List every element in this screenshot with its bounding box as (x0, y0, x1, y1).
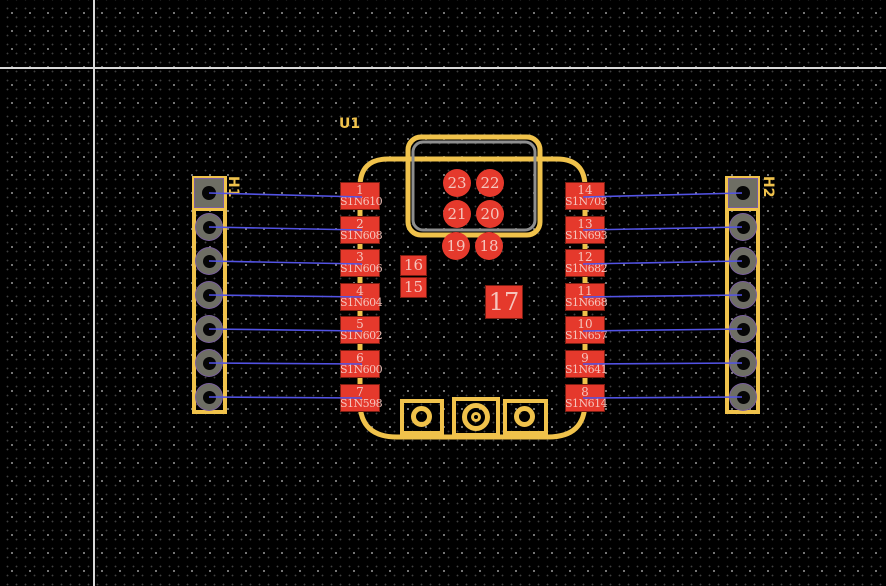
u1-pad-3-net: S1N606 (340, 262, 383, 275)
u1-pad-9-net: S1N641 (565, 363, 608, 376)
h1-pad-4-hole (202, 288, 216, 302)
u1-pad-20[interactable]: 20 (476, 200, 504, 228)
h2-pad-5[interactable] (730, 316, 756, 342)
u1-pad-9[interactable]: 9 S1N641 (565, 350, 608, 378)
h2-pad-2[interactable] (730, 214, 756, 240)
u1-pad-5[interactable]: 5 S1N602 (340, 316, 383, 344)
h2-pad-6-hole (736, 356, 750, 370)
u1-pad-13[interactable]: 13 S1N693 (565, 216, 608, 244)
u1-pad-7-net: S1N598 (340, 397, 383, 410)
u1-pad-17[interactable]: 17 (485, 285, 523, 319)
u1-shield-outline (405, 134, 543, 238)
h2-pad-7[interactable] (730, 384, 756, 410)
u1-pad-8[interactable]: 8 S1N614 (565, 384, 608, 412)
u1-pad-1[interactable]: 1 S1N610 (340, 182, 383, 210)
airwires (208, 192, 743, 399)
origin-crosshair-horizontal (0, 67, 886, 69)
u1-pad-13-net: S1N693 (565, 229, 608, 242)
h2-pad-2-hole (736, 220, 750, 234)
h1-pin1-divider (192, 207, 227, 211)
u1-pad-1-net: S1N610 (340, 195, 383, 208)
h1-pad-2-hole (202, 220, 216, 234)
u1-pad-4[interactable]: 4 S1N604 (340, 283, 383, 311)
u1-shield-gray-outline (411, 140, 537, 232)
h1-pad-4[interactable] (196, 282, 222, 308)
h2-ref-label: H2 (760, 176, 776, 198)
u1-pad-18[interactable]: 18 (475, 232, 503, 260)
h1-pad-3-hole (202, 254, 216, 268)
u1-pad-16[interactable]: 16 (400, 255, 427, 276)
u1-pad-2[interactable]: 2 S1N608 (340, 216, 383, 244)
u1-pad-6[interactable]: 6 S1N600 (340, 350, 383, 378)
h2-pin1-divider (725, 207, 760, 211)
u1-pad-3[interactable]: 3 S1N606 (340, 249, 383, 277)
u1-mount-hole-left[interactable] (411, 406, 432, 427)
h2-pad-5-hole (736, 322, 750, 336)
u1-pad-10-net: S1N657 (565, 329, 608, 342)
h1-pad-1-hole (202, 186, 216, 200)
h2-pad-1[interactable] (729, 179, 757, 207)
u1-pad-12[interactable]: 12 S1N682 (565, 249, 608, 277)
u1-pad-7[interactable]: 7 S1N598 (340, 384, 383, 412)
u1-pad-2-net: S1N608 (340, 229, 383, 242)
h1-pad-3[interactable] (196, 248, 222, 274)
u1-pad-14-net: S1N703 (565, 195, 608, 208)
u1-mount-hole-center-drill (471, 412, 481, 422)
h2-pad-4-hole (736, 288, 750, 302)
u1-pad-5-net: S1N602 (340, 329, 383, 342)
u1-pad-10[interactable]: 10 S1N657 (565, 316, 608, 344)
u1-pad-19[interactable]: 19 (442, 232, 470, 260)
h2-pad-6[interactable] (730, 350, 756, 376)
u1-pad-6-net: S1N600 (340, 363, 383, 376)
u1-pad-11-net: S1N668 (565, 296, 608, 309)
h1-pad-5[interactable] (196, 316, 222, 342)
h1-pad-7[interactable] (196, 384, 222, 410)
u1-pad-22[interactable]: 22 (476, 169, 504, 197)
h1-pad-5-hole (202, 322, 216, 336)
u1-pad-14[interactable]: 14 S1N703 (565, 182, 608, 210)
u1-pad-21[interactable]: 21 (443, 200, 471, 228)
h1-pad-6[interactable] (196, 350, 222, 376)
h2-pad-7-hole (736, 390, 750, 404)
u1-pad-4-net: S1N604 (340, 296, 383, 309)
u1-pad-12-net: S1N682 (565, 262, 608, 275)
origin-crosshair-vertical (93, 0, 95, 586)
u1-ref-label: U1 (339, 116, 361, 132)
h1-pad-6-hole (202, 356, 216, 370)
u1-pad-8-net: S1N614 (565, 397, 608, 410)
h1-ref-label: H1 (225, 176, 241, 198)
h1-pad-7-hole (202, 390, 216, 404)
h1-pad-1[interactable] (195, 179, 223, 207)
h2-pad-3[interactable] (730, 248, 756, 274)
h2-pad-1-hole (736, 186, 750, 200)
h2-pad-4[interactable] (730, 282, 756, 308)
u1-pad-11[interactable]: 11 S1N668 (565, 283, 608, 311)
u1-board-outline (357, 156, 588, 440)
u1-pad-15[interactable]: 15 (400, 277, 427, 298)
h1-pad-2[interactable] (196, 214, 222, 240)
u1-pad-23[interactable]: 23 (443, 169, 471, 197)
u1-mount-hole-right[interactable] (514, 406, 535, 427)
h2-pad-3-hole (736, 254, 750, 268)
